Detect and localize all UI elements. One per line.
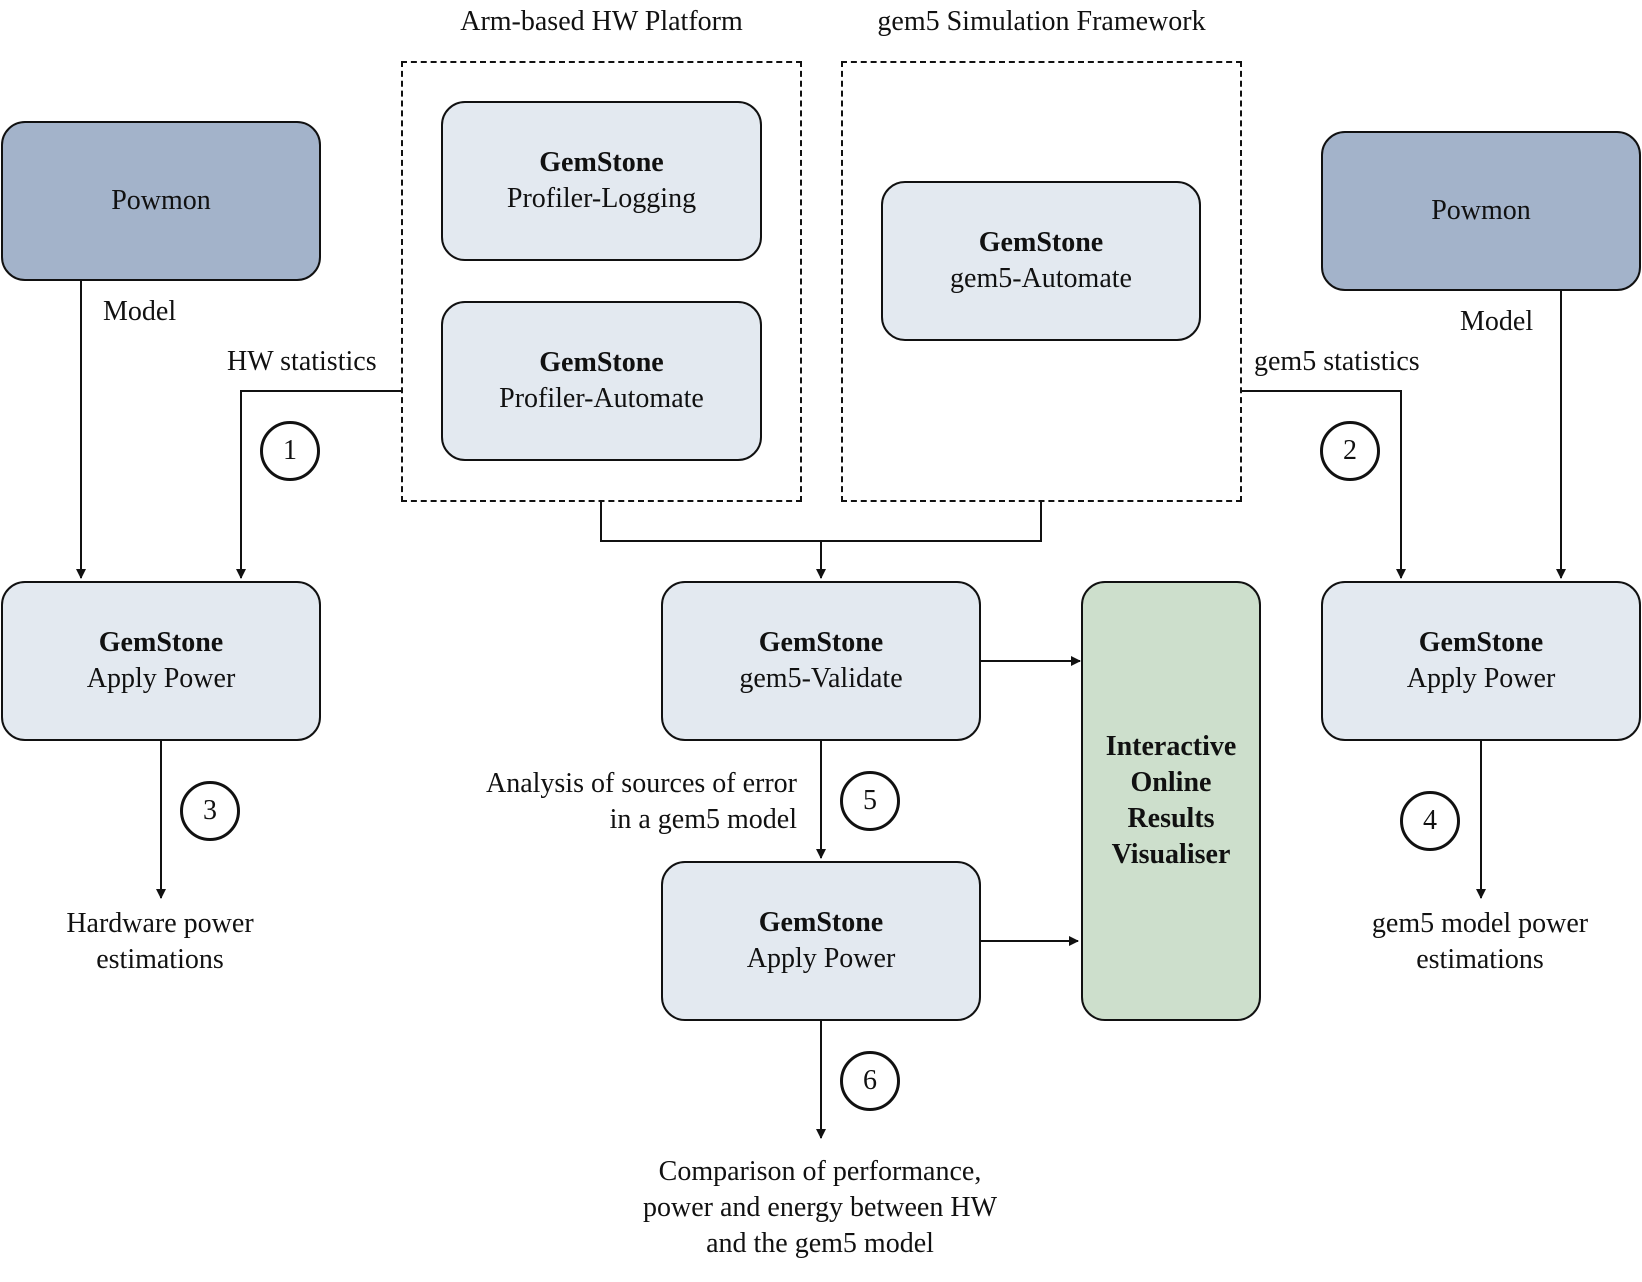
apply-power-left-box: GemStone Apply Power bbox=[1, 581, 321, 741]
gem5-power-line-2: estimations bbox=[1416, 944, 1544, 975]
connector-hw-frame bbox=[600, 502, 1042, 542]
gemstone-label: GemStone bbox=[539, 347, 664, 378]
hw-platform-frame bbox=[401, 61, 802, 502]
model-left-label: Model bbox=[103, 296, 177, 327]
powmon-left-label: Powmon bbox=[111, 185, 211, 216]
visualiser-line-3: Results bbox=[1127, 803, 1215, 834]
step-3-marker: 3 bbox=[180, 781, 240, 841]
apply-power-right-box: GemStone Apply Power bbox=[1321, 581, 1641, 741]
step-5-marker: 5 bbox=[840, 771, 900, 831]
gem5-automate-label: gem5-Automate bbox=[950, 263, 1132, 294]
visualiser-line-2: Online bbox=[1130, 767, 1212, 798]
hw-statistics-label: HW statistics bbox=[227, 346, 377, 377]
step-2-marker: 2 bbox=[1320, 421, 1380, 481]
arrow-gem5-statistics bbox=[1241, 390, 1406, 579]
gem5-validate-box: GemStone gem5-Validate bbox=[661, 581, 981, 741]
results-visualiser-box: Interactive Online Results Visualiser bbox=[1081, 581, 1261, 1021]
hw-power-estimations-label: Hardware power estimations bbox=[20, 906, 300, 978]
apply-power-left-label: Apply Power bbox=[86, 663, 236, 694]
analysis-line-1: Analysis of sources of error bbox=[485, 768, 797, 799]
gemstone-label: GemStone bbox=[539, 147, 664, 178]
gem5-statistics-label: gem5 statistics bbox=[1254, 346, 1420, 377]
apply-power-right-label: Apply Power bbox=[1406, 663, 1556, 694]
gem5-power-estimations-label: gem5 model power estimations bbox=[1330, 906, 1630, 978]
hw-power-line-1: Hardware power bbox=[66, 908, 254, 939]
comparison-line-1: Comparison of performance, bbox=[658, 1156, 982, 1187]
hw-platform-title: Arm-based HW Platform bbox=[460, 6, 743, 37]
gemstone-label: GemStone bbox=[758, 907, 884, 938]
profiler-automate-box: GemStone Profiler-Automate bbox=[441, 301, 762, 461]
powmon-left-box: Powmon bbox=[1, 121, 321, 281]
profiler-logging-label: Profiler-Logging bbox=[506, 183, 697, 214]
arrow-hw-statistics bbox=[236, 390, 401, 579]
gemstone-label: GemStone bbox=[978, 227, 1104, 258]
gemstone-label: GemStone bbox=[98, 627, 224, 658]
analysis-line-2: in a gem5 model bbox=[609, 804, 797, 835]
gem5-validate-label: gem5-Validate bbox=[739, 663, 903, 694]
profiler-logging-box: GemStone Profiler-Logging bbox=[441, 101, 762, 261]
comparison-line-3: and the gem5 model bbox=[706, 1228, 934, 1259]
gem5-automate-box: GemStone gem5-Automate bbox=[881, 181, 1201, 341]
apply-power-center-label: Apply Power bbox=[746, 943, 896, 974]
apply-power-center-box: GemStone Apply Power bbox=[661, 861, 981, 1021]
visualiser-line-1: Interactive bbox=[1105, 731, 1237, 762]
powmon-right-label: Powmon bbox=[1431, 195, 1531, 226]
profiler-automate-label: Profiler-Automate bbox=[499, 383, 704, 414]
visualiser-line-4: Visualiser bbox=[1111, 839, 1231, 870]
comparison-line-2: power and energy between HW bbox=[642, 1192, 997, 1223]
gem5-framework-title: gem5 Simulation Framework bbox=[877, 6, 1206, 37]
step-6-marker: 6 bbox=[840, 1051, 900, 1111]
model-right-label: Model bbox=[1460, 306, 1534, 337]
comparison-label: Comparison of performance, power and ene… bbox=[580, 1154, 1060, 1262]
gem5-framework-frame bbox=[841, 61, 1242, 502]
gem5-power-line-1: gem5 model power bbox=[1371, 908, 1589, 939]
step-1-marker: 1 bbox=[260, 421, 320, 481]
powmon-right-box: Powmon bbox=[1321, 131, 1641, 291]
gemstone-label: GemStone bbox=[1418, 627, 1544, 658]
hw-power-line-2: estimations bbox=[96, 944, 224, 975]
analysis-label: Analysis of sources of error in a gem5 m… bbox=[400, 766, 797, 838]
gemstone-label: GemStone bbox=[758, 627, 884, 658]
step-4-marker: 4 bbox=[1400, 791, 1460, 851]
